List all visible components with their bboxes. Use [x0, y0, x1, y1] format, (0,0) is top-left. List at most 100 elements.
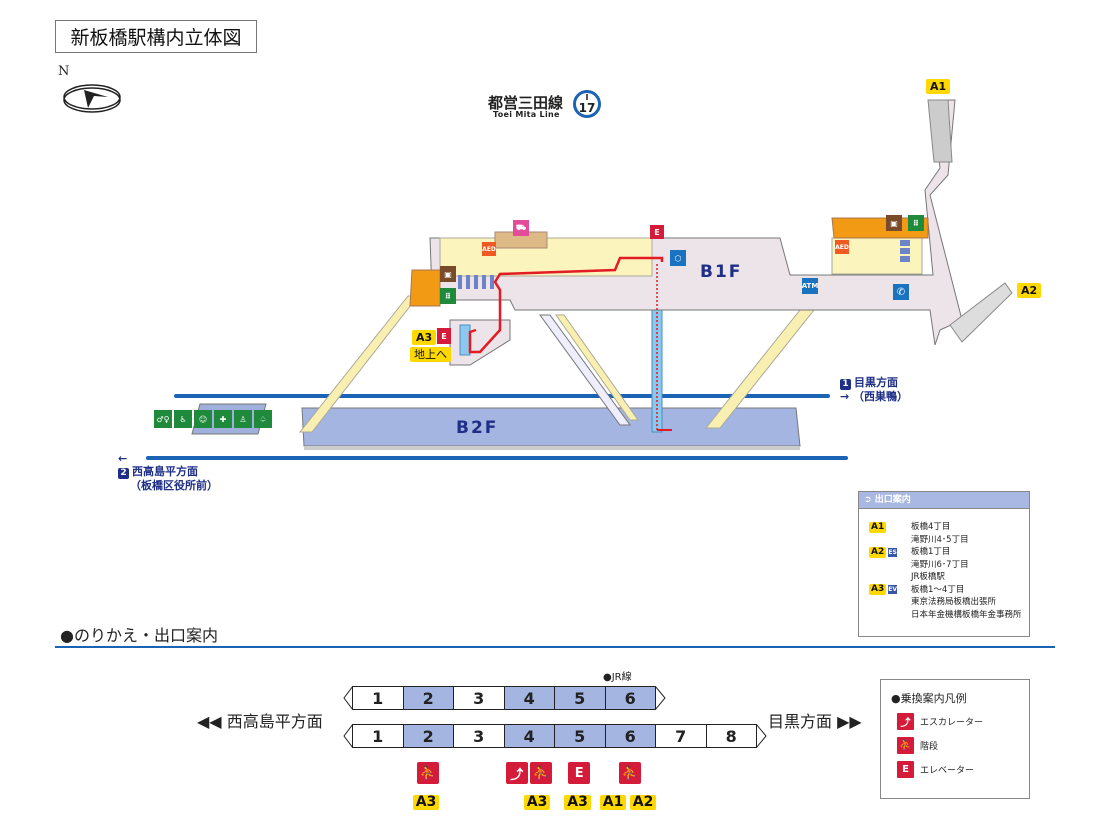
jr-line-note: ●JR線 [603, 672, 632, 683]
legend-label-escalator: エスカレーター [920, 718, 984, 728]
north-label: N [58, 64, 70, 79]
car-8: 8 [705, 724, 757, 748]
boarding-exit-tag: A3 [523, 795, 551, 810]
track-1-number: 1 [840, 379, 851, 390]
locker-icon: ⬡ [670, 250, 686, 266]
nursing-icon: ♤ [254, 410, 272, 428]
boarding-exit-tag: A3 [564, 795, 591, 810]
aed-label-right: AED [835, 243, 849, 251]
floor-label-b1f: B1F [700, 262, 743, 282]
train-front-right [756, 724, 767, 748]
exit-guide-title: 出口案内 [874, 495, 911, 505]
car-1: 1 [352, 686, 404, 710]
boarding-exit-tag: A2 [629, 795, 657, 810]
stairs-icon: ⛹ [897, 737, 914, 754]
car-4: 4 [503, 724, 555, 748]
floor-label-b2f: B2F [456, 418, 499, 438]
exit-tag: A1 [869, 521, 887, 533]
a3-elevator [459, 324, 471, 356]
legend-item-elevator: E エレベーター [897, 761, 1029, 778]
escalator-mini-icon: ES [888, 547, 897, 557]
a3-elevator-icon: E [437, 328, 451, 344]
legend-label-stairs: 階段 [920, 742, 939, 752]
exit-tag: A2 [869, 546, 887, 558]
exit-guide-header: ➲ 出口案内 [859, 492, 1029, 509]
exit-destination: 日本年金機構板橋年金事務所 [911, 609, 1022, 620]
legend-label-elevator: エレベーター [920, 766, 975, 776]
left-direction: ◀◀ 西高島平方面 [197, 712, 323, 731]
exit-guide-row: 日本年金機構板橋年金事務所 [859, 609, 1029, 622]
line-name-jp: 都営三田線 [488, 94, 564, 112]
car-5: 5 [554, 724, 606, 748]
accessible-route [468, 256, 664, 354]
baby-care-icon: ☺ [194, 410, 212, 428]
exit-destination: 板橋4丁目 [911, 522, 951, 532]
car-2: 2 [402, 724, 454, 748]
a3-to-ground-label: 地上へ [410, 347, 451, 362]
line-letter: I [585, 93, 589, 102]
aed-icon-right: AED [835, 240, 849, 254]
track-2-destination: 西高島平方面 [132, 465, 198, 478]
exit-tag-a3: A3 [412, 330, 437, 345]
wheelchair-icon: ♿ [174, 410, 192, 428]
car-5: 5 [554, 686, 606, 710]
exit-guide-row: A1 板橋4丁目 [859, 521, 1029, 534]
train-front-right [655, 686, 666, 710]
right-direction: 目黒方面 ▶▶ [768, 712, 862, 731]
car-4: 4 [503, 686, 555, 710]
stairs-icon: ⛹ [618, 762, 641, 784]
exit-destination: 滝野川4･5丁目 [911, 534, 969, 545]
exit-tag: A3 [869, 584, 887, 596]
train-front-left [343, 724, 354, 748]
elevator-icon: E [897, 761, 914, 778]
car-3: 3 [453, 724, 505, 748]
atm-label: ATM [801, 282, 819, 290]
legend-item-stairs: ⛹ 階段 [897, 737, 1029, 754]
page-title: 新板橋駅構内立体図 [55, 20, 257, 53]
transfer-legend: ●乗換案内凡例 ⤴エスカレーター ⛹ 階段 E エレベーター [880, 679, 1030, 799]
exit-destination: 板橋1～4丁目 [911, 584, 965, 595]
car-6: 6 [604, 724, 656, 748]
elevator-icon: E [650, 225, 664, 239]
boarding-exit-tag: A1 [599, 795, 627, 810]
aed-icon: AED [482, 242, 496, 256]
b1f-concourse [429, 99, 963, 346]
boarding-exit-tag: A3 [412, 795, 440, 810]
exit-guide-row: 東京法務局板橋出張所 [859, 596, 1029, 609]
car-1: 1 [352, 724, 404, 748]
aed-label: AED [482, 245, 496, 253]
compass-icon [63, 84, 121, 113]
exit-guide-row: 滝野川4･5丁目 [859, 534, 1029, 547]
car-6: 6 [604, 686, 656, 710]
ostomate-icon: ✚ [214, 410, 232, 428]
legend-item-escalator: ⤴エスカレーター [897, 713, 1029, 730]
line-name-en: Toei Mita Line [493, 110, 560, 119]
ticket-office-left [409, 269, 441, 307]
transfer-section-title: ●のりかえ・出口案内 [60, 626, 218, 645]
exit-tag-a2: A2 [1017, 283, 1042, 298]
track-1-via: （西巣鴨） [853, 390, 909, 403]
train-front-left [343, 686, 354, 710]
track-2-number: 2 [118, 468, 129, 479]
exit-destination: 滝野川6･7丁目 [911, 559, 969, 570]
exit-guide-tag-cell: A1 [859, 521, 897, 533]
car-7: 7 [655, 724, 707, 748]
a1-stairs [927, 99, 953, 163]
diaper-change-icon: ♙ [234, 410, 252, 428]
exit-destination: 板橋1丁目 [911, 547, 951, 557]
atm-icon: ATM [802, 278, 818, 294]
exit-guide-row: 滝野川6･7丁目 [859, 559, 1029, 572]
transfer-legend-title: ●乗換案内凡例 [891, 692, 967, 705]
exit-destination: 東京法務局板橋出張所 [911, 597, 997, 607]
ticket-machine-icon: ⠿ [440, 288, 456, 304]
section-divider [55, 646, 1055, 648]
ticket-gates [458, 275, 494, 289]
a2-stairs [949, 282, 1013, 343]
exit-destination: JR板橋駅 [911, 572, 945, 582]
